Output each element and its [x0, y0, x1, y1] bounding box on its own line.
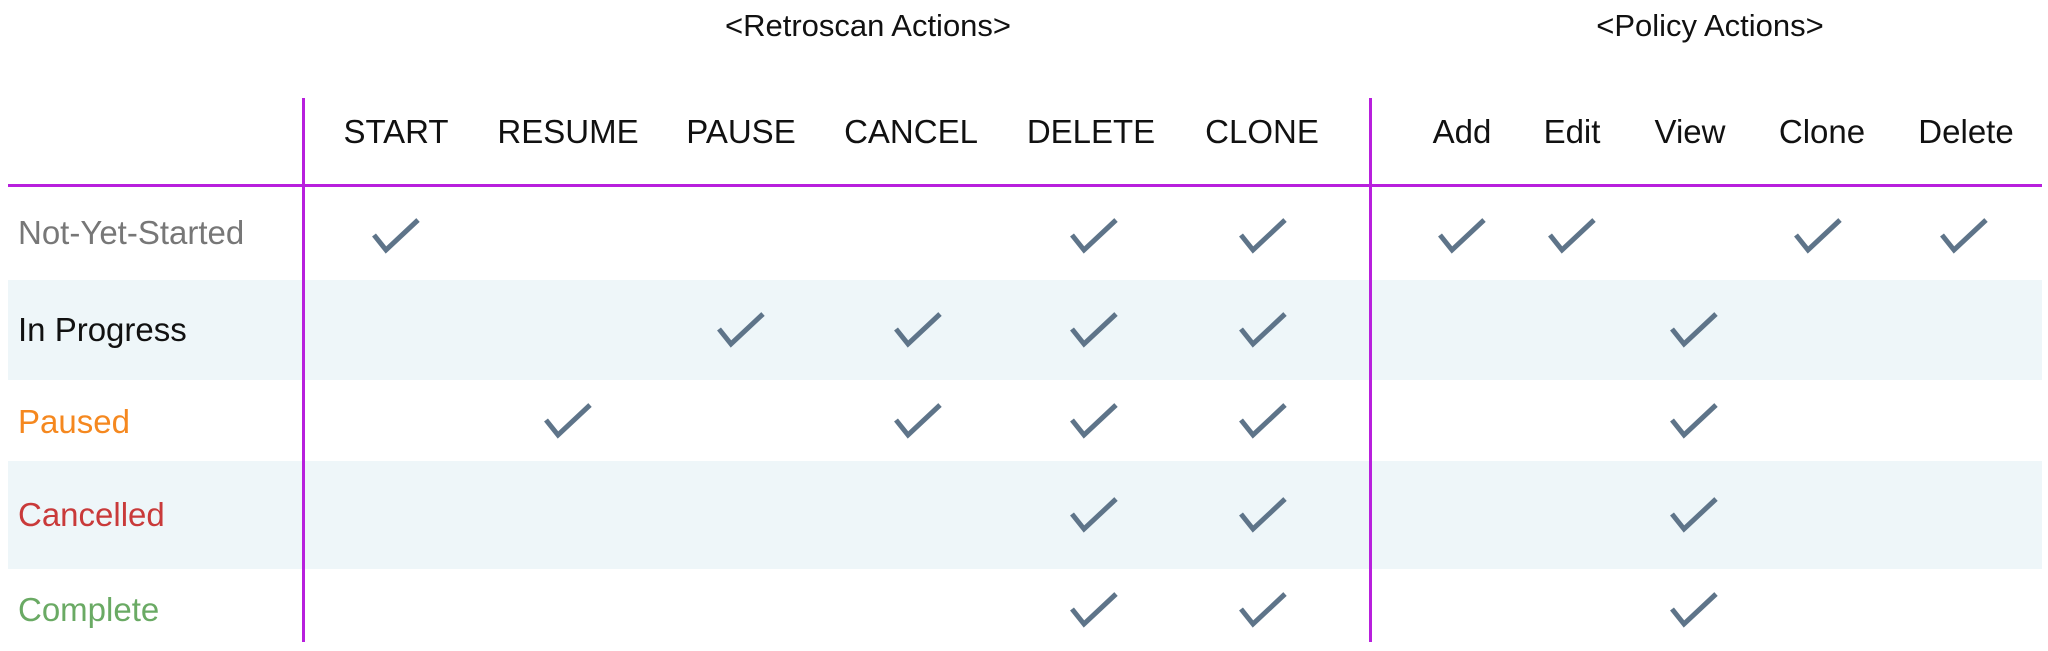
checkmark-icon [1437, 216, 1487, 256]
checkmark-icon [1669, 590, 1719, 630]
col-header-resume: RESUME [497, 113, 639, 150]
status-label-in-progress: In Progress [18, 311, 187, 348]
checkmark-icon [1069, 401, 1119, 441]
checkmark-icon [1939, 216, 1989, 256]
retroscan-actions-title: <Retroscan Actions> [724, 8, 1012, 43]
table-row-paused: Paused [8, 380, 2042, 461]
checkmark-icon [1238, 401, 1288, 441]
col-header-policy-view: View [1654, 113, 1726, 150]
checkmark-icon [1669, 401, 1719, 441]
table-row-in-progress: In Progress [8, 280, 2042, 380]
col-header-policy-clone: Clone [1778, 113, 1866, 150]
status-label-cancelled: Cancelled [18, 496, 165, 533]
checkmark-icon [1793, 216, 1843, 256]
col-header-policy-add: Add [1432, 113, 1492, 150]
col-header-policy-edit: Edit [1543, 113, 1601, 150]
col-header-policy-delete: Delete [1918, 113, 2014, 150]
checkmark-icon [1238, 310, 1288, 350]
header-divider-line [8, 184, 2042, 187]
group-divider [1369, 98, 1372, 642]
checkmark-icon [1238, 495, 1288, 535]
checkmark-icon [1238, 216, 1288, 256]
col-header-pause: PAUSE [686, 113, 796, 150]
checkmark-icon [1069, 216, 1119, 256]
table-row-complete: Complete [8, 569, 2042, 651]
status-label-not-yet-started: Not-Yet-Started [18, 214, 245, 251]
checkmark-icon [893, 310, 943, 350]
table-row-cancelled: Cancelled [8, 461, 2042, 569]
checkmark-icon [716, 310, 766, 350]
checkmark-icon [1069, 590, 1119, 630]
checkmark-icon [1069, 310, 1119, 350]
status-label-paused: Paused [18, 403, 130, 440]
checkmark-icon [1669, 495, 1719, 535]
checkmark-icon [1069, 495, 1119, 535]
status-label-complete: Complete [18, 591, 160, 628]
col-header-start: START [343, 113, 449, 150]
col-header-cancel: CANCEL [844, 113, 978, 150]
col-header-delete: DELETE [1026, 113, 1156, 150]
checkmark-icon [1547, 216, 1597, 256]
checkmark-icon [893, 401, 943, 441]
checkmark-icon [543, 401, 593, 441]
table-row-not-yet-started: Not-Yet-Started [8, 188, 2042, 280]
label-column-divider [302, 98, 305, 642]
policy-actions-title: <Policy Actions> [1596, 8, 1824, 43]
checkmark-icon [371, 216, 421, 256]
col-header-clone: CLONE [1205, 113, 1319, 150]
checkmark-icon [1238, 590, 1288, 630]
checkmark-icon [1669, 310, 1719, 350]
